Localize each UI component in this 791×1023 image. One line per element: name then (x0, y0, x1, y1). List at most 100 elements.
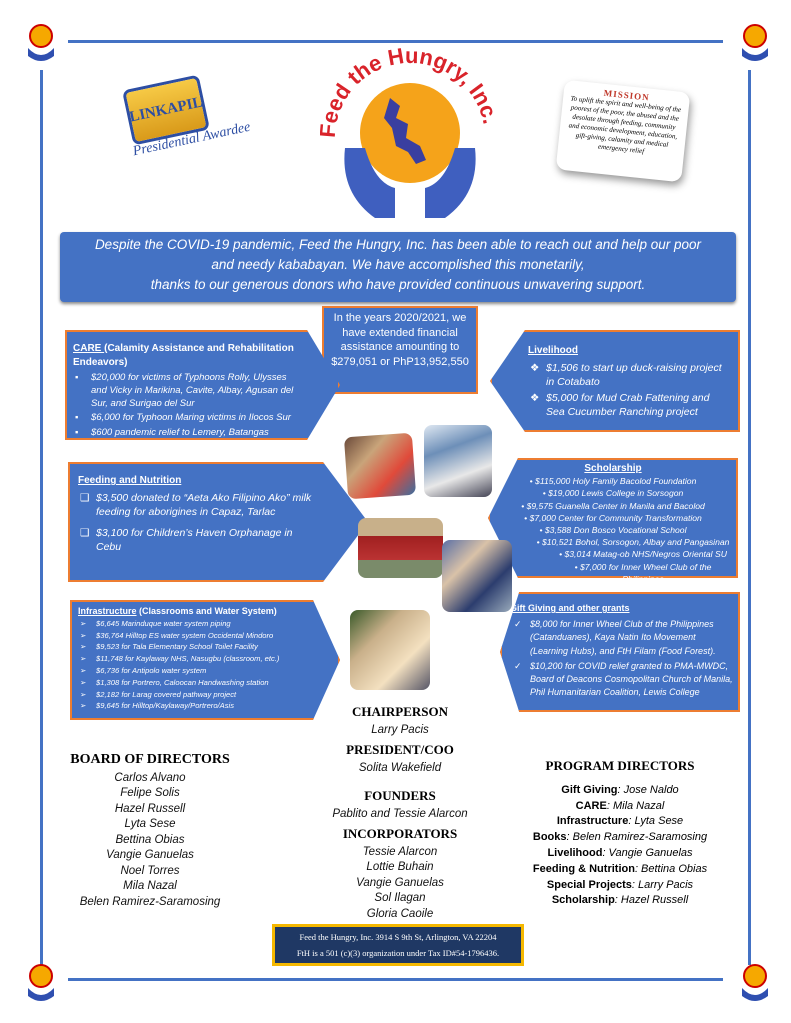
scholarship-item: • $115,000 Holy Family Bacolod Foundatio… (529, 476, 697, 487)
mission-text: To uplift the spirit and well-being of t… (568, 94, 682, 156)
infrastructure-panel: Infrastructure (Classrooms and Water Sys… (70, 600, 340, 720)
gift-item: ✓$8,000 for Inner Wheel Club of the Phil… (514, 619, 716, 656)
banner-line: thanks to our generous donors who have p… (150, 277, 646, 292)
frame-left (40, 70, 43, 965)
corner-logo-icon (28, 24, 54, 61)
program-title: PROGRAM DIRECTORS (545, 758, 695, 773)
feeding-title: Feeding and Nutrition (78, 475, 182, 486)
frame-right (748, 70, 751, 965)
gift-panel: Gift Giving and other grants ✓$8,000 for… (500, 592, 740, 712)
feeding-item: ❑$3,100 for Children’s Haven Orphanage i… (80, 526, 293, 554)
mission-card: MISSION To uplift the spirit and well-be… (555, 79, 691, 183)
incorporators-title: INCORPORATORS (342, 826, 458, 841)
program-row: Livelihood: Vangie Ganuelas (547, 846, 693, 859)
program-row: Scholarship: Hazel Russell (551, 894, 689, 907)
founders: FOUNDERS Pablito and Tessie Alarcon (290, 788, 510, 822)
scholarship-item: • $3,588 Don Bosco Vocational School (539, 525, 687, 536)
banner-line: Despite the COVID-19 pandemic, Feed the … (94, 237, 702, 252)
scholarship-item: • $9,575 Guanella Center in Manila and B… (521, 500, 705, 511)
incorporator: Sol Ilagan (374, 892, 426, 904)
scholarship-item: • $10,521 Bohol, Sorsogon, Albay and Pan… (536, 537, 730, 548)
program-directors: PROGRAM DIRECTORS Gift Giving: Jose Nald… (510, 758, 730, 909)
frame-bottom (68, 978, 723, 981)
photo-packed-food (424, 425, 492, 497)
footer-line: Feed the Hungry, Inc. 3914 S 9th St, Arl… (299, 932, 497, 942)
livelihood-title: Livelihood (528, 345, 578, 356)
infrastructure-item: ➢$9,523 for Tala Elementary School Toile… (80, 642, 258, 652)
banner-line: and needy kababayan. We have accomplishe… (211, 257, 585, 272)
infrastructure-subtitle: (Classrooms and Water System) (136, 606, 277, 616)
corner-logo-icon (742, 964, 768, 1001)
president-name: Solita Wakefield (358, 761, 442, 774)
founders-title: FOUNDERS (364, 788, 436, 803)
feed-the-hungry-logo: Feed the Hungry, Inc. (320, 43, 500, 218)
incorporator: Tessie Alarcon (362, 845, 438, 858)
photo-relief-goods (343, 432, 417, 500)
corner-logo-icon (742, 24, 768, 61)
care-panel: CARE (Calamity Assistance and Rehabilita… (65, 330, 340, 440)
infrastructure-item: ➢$9,645 for Hilltop/Kaylaway/Portrero/As… (80, 701, 235, 711)
infrastructure-item: ➢$6,645 Marinduque water system piping (80, 618, 231, 628)
chairperson: CHAIRPERSON Larry Pacis (300, 704, 500, 738)
livelihood-panel: Livelihood ❖$1,506 to start up duck-rais… (490, 330, 740, 432)
gift-title: Gift Giving and other grants (510, 603, 630, 613)
program-row: Infrastructure: Lyta Sese (556, 815, 684, 828)
infrastructure-item: ➢$36,764 Hilltop ES water system Occiden… (80, 630, 274, 640)
chair-title: CHAIRPERSON (351, 704, 449, 719)
scholarship-item: • $3,014 Matag-ob NHS/Negros Oriental SU (559, 549, 727, 560)
board-member: Carlos Alvano (114, 771, 186, 784)
feeding-panel: Feeding and Nutrition ❑$3,500 donated to… (68, 462, 368, 582)
banner: Despite the COVID-19 pandemic, Feed the … (60, 232, 736, 302)
livelihood-item: ❖$1,506 to start up duck-raising project… (530, 361, 722, 388)
program-row: Gift Giving: Jose Naldo (561, 783, 679, 796)
program-row: Special Projects: Larry Pacis (546, 878, 694, 891)
care-subtitle: (Calamity Assistance and Rehabilitation … (73, 343, 294, 368)
feeding-item: ❑$3,500 donated to “Aeta Ako Filipino Ak… (80, 491, 312, 519)
frame-top (68, 40, 723, 43)
photo-community (350, 610, 430, 690)
program-row: Books: Belen Ramirez-Saramosing (532, 831, 708, 844)
board-member: Vangie Ganuelas (106, 849, 194, 861)
board-member: Lyta Sese (124, 818, 176, 830)
photo-people (442, 540, 512, 612)
board-member: Noel Torres (120, 864, 180, 877)
chair-name: Larry Pacis (371, 723, 429, 736)
infrastructure-title: Infrastructure (78, 606, 137, 616)
care-item: ▪$20,000 for victims of Typhoons Rolly, … (75, 372, 294, 409)
care-title: CARE (73, 343, 105, 354)
summary-box: In the years 2020/2021, we have extended… (322, 306, 478, 394)
corner-logo-icon (28, 964, 54, 1001)
badge-text: LINKAPIL (127, 93, 204, 126)
scholarship-item: • $7,000 for Inner Wheel Club of the Phi… (574, 561, 712, 584)
infrastructure-item: ➢$2,182 for Larag covered pathway projec… (80, 689, 237, 699)
photo-classroom (358, 518, 443, 578)
program-row: Feeding & Nutrition: Bettina Obias (532, 862, 708, 875)
president: PRESIDENT/COO Solita Wakefield (300, 742, 500, 776)
gift-item: ✓$10,200 for COVID relief granted to PMA… (514, 660, 733, 698)
livelihood-item: ❖$5,000 for Mud Crab Fattening and Sea C… (530, 391, 710, 419)
incorporator: Gloria Caoile (366, 907, 434, 920)
infrastructure-item: ➢$6,736 for Antipolo water system (80, 665, 207, 675)
board-title: BOARD OF DIRECTORS (70, 752, 230, 767)
footer-address: Feed the Hungry, Inc. 3914 S 9th St, Arl… (272, 924, 524, 966)
scholarship-item: • $7,000 Center for Community Transforma… (524, 512, 702, 523)
board-member: Mila Nazal (123, 880, 177, 892)
care-item: ▪$600 pandemic relief to Lemery, Batanga… (75, 427, 269, 439)
incorporator: Vangie Ganuelas (356, 876, 444, 889)
board-member: Belen Ramirez-Saramosing (79, 895, 221, 908)
founders-name: Pablito and Tessie Alarcon (332, 807, 468, 820)
scholarship-title: Scholarship (584, 463, 642, 474)
scholarship-panel: Scholarship • $115,000 Holy Family Bacol… (488, 458, 738, 578)
footer-line: FtH is a 501 (c)(3) organization under T… (296, 948, 500, 958)
infrastructure-item: ➢$1,308 for Portrero, Caloocan Handwashi… (80, 677, 269, 687)
president-title: PRESIDENT/COO (346, 742, 454, 757)
board-member: Felipe Solis (120, 787, 180, 799)
program-row: CARE: Mila Nazal (575, 799, 665, 812)
scholarship-item: • $19,000 Lewis College in Sorsogon (542, 488, 684, 499)
incorporator: Lottie Buhain (366, 861, 434, 873)
board-member: Hazel Russell (114, 802, 186, 815)
infrastructure-item: ➢$11,748 for Kaylaway NHS, Nasugbu (clas… (80, 654, 280, 664)
board-member: Bettina Obias (115, 833, 185, 846)
